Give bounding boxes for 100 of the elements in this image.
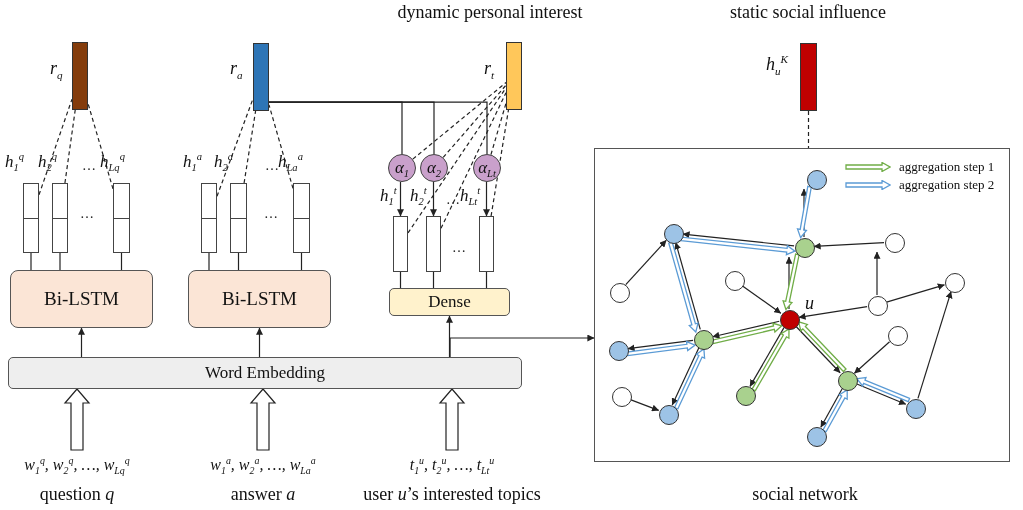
network-node	[807, 170, 827, 190]
ellipsis-label: …	[82, 158, 96, 174]
aggregation-arrow	[680, 236, 797, 256]
network-node	[780, 310, 800, 330]
dashed-line	[216, 98, 254, 197]
arrow	[798, 305, 868, 320]
vector-bar	[800, 43, 817, 111]
vector-label: r$_{q}$	[50, 58, 63, 79]
aggregation-arrow	[782, 253, 800, 311]
attention-node: α$_{Lt}$	[473, 154, 501, 182]
arrow	[256, 327, 263, 358]
aggregation-arrow	[797, 320, 847, 373]
arrow	[855, 383, 907, 405]
attention-node: α$_{2}$	[420, 154, 448, 182]
arrow	[886, 283, 945, 303]
section-heading: dynamic personal interest	[397, 2, 583, 23]
vector-label: r$_{a}$	[230, 58, 243, 79]
hidden-state-cell	[393, 216, 408, 272]
arrow	[78, 327, 85, 358]
aggregation-arrow	[673, 347, 706, 410]
dashed-line	[243, 110, 257, 184]
block-arrow	[63, 388, 91, 451]
connector-line	[30, 252, 32, 271]
network-node	[659, 405, 679, 425]
arrow	[671, 347, 700, 406]
arrow	[627, 339, 694, 352]
vector-bar	[72, 42, 88, 110]
hidden-state-cell	[426, 216, 441, 272]
legend-text: aggregation step 1	[899, 159, 995, 175]
dashed-line	[490, 109, 510, 217]
hidden-state-cell	[201, 183, 217, 253]
network-node	[795, 238, 815, 258]
arrow	[629, 398, 660, 412]
legend-text: aggregation step 2	[899, 177, 995, 193]
vector-bar	[506, 42, 522, 110]
hidden-state-cell	[293, 183, 310, 253]
hidden-state-cell	[23, 183, 39, 253]
aggregation-arrow	[668, 241, 699, 334]
block-arrow	[438, 388, 466, 451]
arrow	[795, 325, 841, 374]
input-caption: user u’s interested topics	[363, 484, 541, 505]
dashed-line	[807, 110, 810, 149]
hidden-state-cell	[230, 183, 247, 253]
aggregation-arrow	[796, 185, 813, 239]
arrow	[813, 241, 885, 250]
arrow	[873, 251, 881, 296]
input-caption: question q	[39, 484, 115, 505]
ellipsis-label: …	[264, 206, 278, 222]
arrow	[397, 181, 404, 217]
dense-layer-box: Dense	[389, 288, 510, 316]
network-node	[725, 271, 745, 291]
connector-line	[208, 252, 210, 271]
arrow	[853, 341, 891, 374]
connector-line	[268, 101, 488, 155]
network-node	[888, 326, 908, 346]
arrow	[430, 181, 437, 217]
arrow	[917, 290, 953, 400]
network-node	[906, 399, 926, 419]
dashed-line	[407, 87, 507, 234]
arrow	[483, 181, 490, 217]
attention-node: α$_{1}$	[388, 154, 416, 182]
connector-line	[59, 252, 61, 271]
dashed-line	[442, 84, 507, 159]
network-node	[664, 224, 684, 244]
arrow	[741, 285, 782, 314]
hidden-state-cell	[479, 216, 494, 272]
embedding-layer-box: Word Embedding	[8, 357, 522, 389]
arrow	[712, 320, 780, 339]
network-node	[609, 341, 629, 361]
ellipsis-label: …	[80, 206, 94, 222]
network-node	[885, 233, 905, 253]
network-node	[945, 273, 965, 293]
dashed-line	[490, 102, 507, 156]
arrow	[820, 388, 843, 428]
arrow	[674, 242, 701, 330]
block-arrow	[249, 388, 277, 451]
hidden-state-cell	[113, 183, 130, 253]
network-node	[838, 371, 858, 391]
dashed-line	[440, 92, 507, 229]
ellipsis-label: …	[265, 158, 279, 174]
bi-lstm-box: Bi-LSTM	[10, 270, 153, 328]
panel-caption: social network	[752, 484, 858, 505]
dashed-line	[268, 104, 294, 189]
bi-lstm-box: Bi-LSTM	[188, 270, 331, 328]
aggregation-arrow	[711, 322, 783, 345]
dashed-line	[412, 81, 507, 160]
aggregation-arrow	[822, 388, 848, 433]
section-heading: static social influence	[730, 2, 886, 23]
dashed-line	[38, 98, 73, 196]
vector-bar	[253, 43, 269, 111]
network-node	[694, 330, 714, 350]
dashed-line	[87, 102, 114, 190]
network-panel	[594, 148, 1010, 462]
ellipsis-label: …	[452, 240, 466, 256]
arrow	[449, 334, 595, 358]
dashed-line	[64, 109, 76, 184]
network-node	[736, 386, 756, 406]
arrow	[625, 239, 667, 286]
network-node	[612, 387, 632, 407]
node-label: u	[805, 293, 814, 314]
